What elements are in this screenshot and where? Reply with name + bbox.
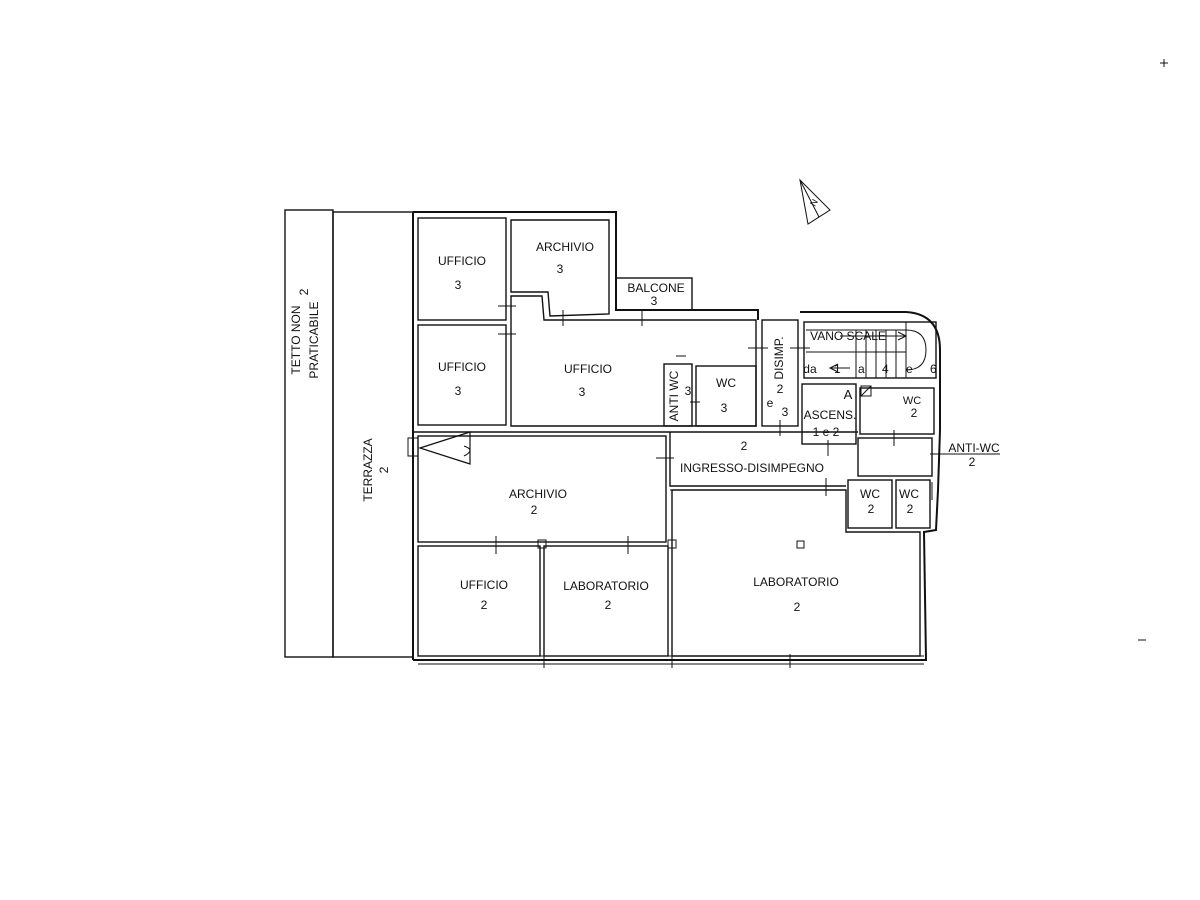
label-ufficio-mid-num: 3 bbox=[455, 384, 462, 398]
label-wc-right-top-num: 2 bbox=[911, 406, 918, 420]
label-anti-wc-vertical-num: 3 bbox=[685, 384, 692, 398]
label-lab-big: LABORATORIO bbox=[753, 575, 839, 589]
door-marks bbox=[495, 305, 933, 668]
label-anti-wc: ANTI-WC bbox=[948, 441, 1000, 455]
roof-area bbox=[284, 209, 334, 658]
label-ufficio-center: UFFICIO bbox=[564, 362, 612, 376]
label-anti-wc-vertical: ANTI WC bbox=[667, 370, 681, 421]
label-disimp-num: 2 bbox=[777, 382, 784, 396]
balcony bbox=[615, 277, 693, 311]
room-archivio-top bbox=[510, 219, 610, 317]
label-archivio-low-num: 2 bbox=[531, 503, 538, 517]
label-tetto-line1: TETTO NON bbox=[289, 305, 303, 374]
room-ufficio-low bbox=[417, 545, 541, 657]
room-anti-wc bbox=[857, 437, 933, 477]
label-wc-a-num: 2 bbox=[868, 502, 875, 516]
label-archivio-low: ARCHIVIO bbox=[509, 487, 567, 501]
label-wc-right-top: WC bbox=[903, 395, 921, 407]
label-tetto-line2: PRATICABILE bbox=[307, 301, 321, 378]
label-balcone-num: 3 bbox=[651, 294, 658, 308]
label-anti-wc-num: 2 bbox=[969, 455, 976, 469]
room-elevator bbox=[801, 383, 857, 445]
label-ingresso: INGRESSO-DISIMPEGNO bbox=[680, 461, 824, 475]
label-balcone: BALCONE bbox=[627, 281, 684, 295]
label-archivio-top-num: 3 bbox=[557, 262, 564, 276]
label-terrazza: TERRAZZA bbox=[361, 438, 375, 501]
room-wc-3 bbox=[695, 365, 757, 427]
north-arrow-icon: N bbox=[799, 178, 831, 225]
label-ufficio-top-num: 3 bbox=[455, 278, 462, 292]
room-lab-small bbox=[543, 545, 669, 657]
label-vano-scale: VANO SCALE bbox=[810, 329, 886, 343]
label-ufficio-mid: UFFICIO bbox=[438, 360, 486, 374]
terrace-area bbox=[332, 211, 414, 658]
label-lab-small-num: 2 bbox=[605, 598, 612, 612]
staircase bbox=[800, 311, 941, 430]
label-wc-3: WC bbox=[716, 376, 736, 390]
label-ascens: ASCENS. bbox=[804, 408, 857, 422]
door-swing bbox=[418, 431, 471, 465]
label-wc-3-num: 3 bbox=[721, 401, 728, 415]
label-wc-b: WC bbox=[899, 487, 919, 501]
label-ufficio-low-num: 2 bbox=[481, 598, 488, 612]
label-vano-scale-sub: da 1 a 4 e 6 bbox=[803, 362, 937, 376]
label-lab-big-num: 2 bbox=[794, 600, 801, 614]
label-terrazza-num: 2 bbox=[377, 466, 391, 473]
room-lab-big bbox=[671, 489, 921, 657]
label-disimp-num2: 3 bbox=[782, 405, 789, 419]
label-ufficio-top: UFFICIO bbox=[438, 254, 486, 268]
room-wc-a bbox=[847, 479, 893, 529]
label-ascens-sub: 1 e 2 bbox=[813, 425, 840, 439]
room-ufficio-top bbox=[417, 217, 507, 321]
room-anti-wc-vertical bbox=[663, 363, 693, 427]
label-disimp: DISIMP. bbox=[772, 336, 786, 379]
room-wc-b bbox=[895, 479, 931, 529]
label-wc-a: WC bbox=[860, 487, 880, 501]
label-disimp-e: e bbox=[767, 396, 774, 410]
room-archivio-low bbox=[417, 435, 667, 543]
label-ufficio-center-num: 3 bbox=[579, 385, 586, 399]
room-ufficio-mid bbox=[417, 324, 507, 426]
room-ufficio-center bbox=[510, 295, 757, 427]
svg-text:N: N bbox=[808, 197, 820, 208]
corridor-ingresso bbox=[669, 432, 846, 487]
registration-marks bbox=[1138, 59, 1168, 641]
label-lab-small: LABORATORIO bbox=[563, 579, 649, 593]
label-ufficio-low: UFFICIO bbox=[460, 578, 508, 592]
room-wc-right-top bbox=[859, 387, 935, 435]
label-ascens-marker: A bbox=[844, 387, 853, 402]
label-tetto-num: 2 bbox=[297, 288, 311, 295]
label-archivio-top: ARCHIVIO bbox=[536, 240, 594, 254]
label-ingresso-num: 2 bbox=[741, 439, 748, 453]
label-wc-b-num: 2 bbox=[907, 502, 914, 516]
